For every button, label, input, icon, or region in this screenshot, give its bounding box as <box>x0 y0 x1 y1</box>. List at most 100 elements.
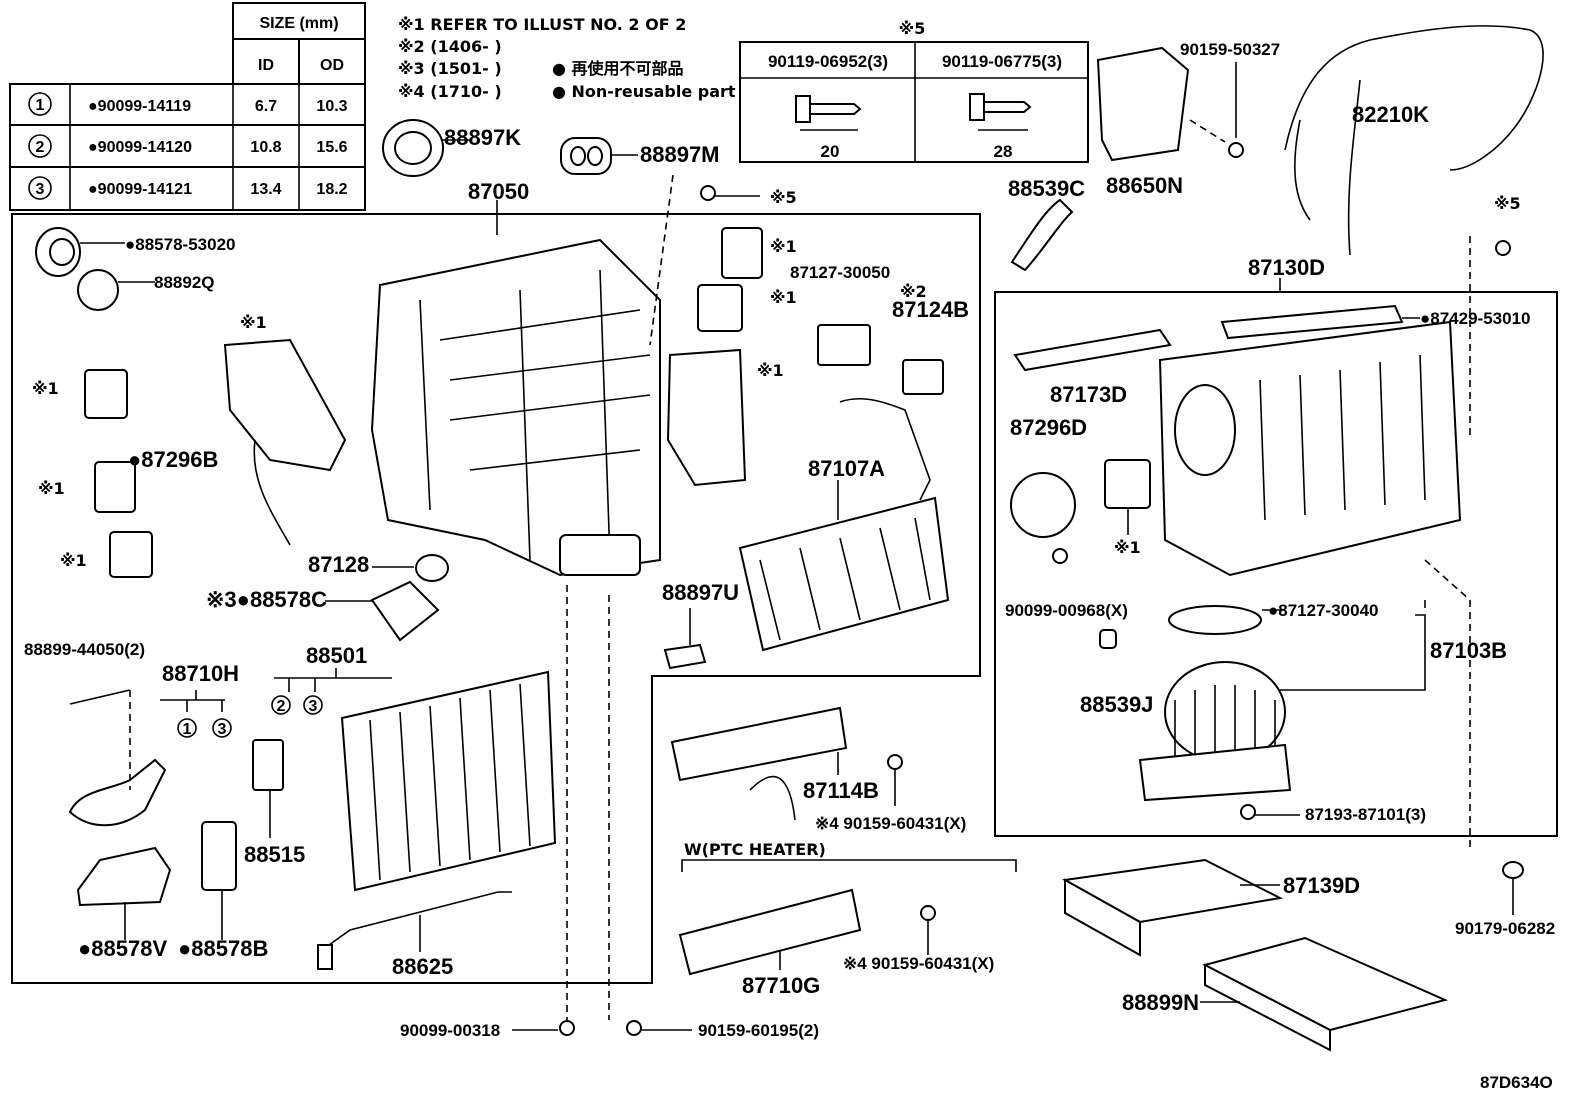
row-2-id: 10.8 <box>250 139 281 156</box>
seal-strip-icon <box>1220 304 1404 340</box>
damper-linkage-icon <box>223 338 347 472</box>
ptc-heater-title: W(PTC HEATER) <box>684 840 826 859</box>
label-88650N: 88650N <box>1106 173 1183 198</box>
screw-icon <box>700 185 760 201</box>
label-88578V: ●88578V <box>78 936 167 961</box>
label-88897U: 88897U <box>662 580 739 605</box>
seal-size-table: SIZE (mm) ID OD 1 ●90099-14119 6.7 10.3 … <box>9 2 366 211</box>
note-x1-top-c: ※1 <box>757 361 784 380</box>
row-3-no: 3 <box>36 181 45 198</box>
label-87130D: 87130D <box>1248 255 1325 280</box>
label-90159-60431-b: ※4 90159-60431(X) <box>843 954 994 973</box>
label-88515: 88515 <box>244 842 305 867</box>
foam-pad-icon <box>370 580 440 642</box>
hose-icon <box>1010 198 1074 272</box>
label-90099-00968: 90099-00968(X) <box>1005 601 1128 620</box>
air-filter-side <box>1064 878 1141 957</box>
label-82210K: 82210K <box>1352 102 1429 127</box>
label-90159-60195: 90159-60195(2) <box>698 1021 819 1040</box>
svg-text:2: 2 <box>277 698 286 715</box>
row-2-no: 2 <box>36 139 45 156</box>
label-88892Q: 88892Q <box>154 273 215 292</box>
actuator-icon-6 <box>666 348 747 487</box>
label-87429-53010: ●87429-53010 <box>1420 309 1530 328</box>
size-header: SIZE (mm) <box>259 15 338 32</box>
label-88539J: 88539J <box>1080 692 1153 717</box>
label-90159-60431-a: ※4 90159-60431(X) <box>815 814 966 833</box>
seal-ring-icon <box>382 119 444 177</box>
actuator-icon-3 <box>109 531 153 578</box>
svg-text:1: 1 <box>183 721 192 738</box>
bolt-2-icon <box>969 93 1032 131</box>
label-88899N: 88899N <box>1122 990 1199 1015</box>
packing-icon <box>1013 328 1172 372</box>
note-x1-actuator-b: ※1 <box>38 479 65 498</box>
row-2-od: 15.6 <box>316 139 347 156</box>
label-87296B: ●87296B <box>128 447 218 472</box>
screw-icon-9 <box>1495 240 1511 256</box>
seal-1-marker <box>271 695 291 715</box>
clip-icon <box>902 359 944 395</box>
note-x1-actuator-a: ※1 <box>32 379 59 398</box>
note-2: ※2 (1406- ) <box>398 37 502 56</box>
label-88578-53020: ●88578-53020 <box>125 235 235 254</box>
evaporator-icon <box>340 670 557 892</box>
label-87103B: 87103B <box>1430 638 1507 663</box>
hvac-case-icon <box>370 238 661 577</box>
note-x1-top-b: ※1 <box>770 288 797 307</box>
svg-text:3: 3 <box>218 721 227 738</box>
grommet-icon <box>560 137 612 175</box>
o-ring-icon <box>1168 605 1262 635</box>
note-x5-top: ※5 <box>770 188 797 207</box>
notes: ※1 REFER TO ILLUST NO. 2 OF 2 ※2 (1406- … <box>398 15 736 101</box>
bolt-table: ※5 90119-06952(3) 90119-06775(3) 20 28 <box>739 19 1089 163</box>
label-87128: 87128 <box>308 552 369 577</box>
note-3: ※3 (1501- ) <box>398 59 502 78</box>
plate-icon <box>817 324 871 366</box>
note-x5-right: ※5 <box>1494 194 1521 213</box>
label-87124B: 87124B <box>892 297 969 322</box>
actuator-icon <box>84 369 128 419</box>
label-90099-00318: 90099-00318 <box>400 1021 500 1040</box>
bolt-2-part: 90119-06775(3) <box>942 52 1062 71</box>
insulator-icon-2 <box>201 821 237 891</box>
servo-gear-icon <box>1010 472 1076 538</box>
label-88578B: ●88578B <box>178 936 268 961</box>
label-87193-87101: 87193-87101(3) <box>1305 805 1426 824</box>
ring-seal-icon <box>35 227 81 277</box>
note-x1-top-a: ※1 <box>770 237 797 256</box>
row-1-od: 10.3 <box>316 98 347 115</box>
non-reusable-en: ● Non-reusable part <box>552 82 736 101</box>
label-87139D: 87139D <box>1283 873 1360 898</box>
non-reusable-jp: ● 再使用不可部品 <box>552 59 684 78</box>
diagram-id: 87D634O <box>1480 1073 1553 1092</box>
bolt-1-part: 90119-06952(3) <box>768 52 888 71</box>
label-87296D: 87296D <box>1010 415 1087 440</box>
label-87710G: 87710G <box>742 973 820 998</box>
note-1: ※1 REFER TO ILLUST NO. 2 OF 2 <box>398 15 686 34</box>
row-3-od: 18.2 <box>316 181 347 198</box>
label-90159-50327: 90159-50327 <box>1180 40 1280 59</box>
screw-icon-2 <box>887 754 903 806</box>
actuator-icon-7 <box>1104 459 1151 509</box>
bushing-icon <box>1099 629 1117 649</box>
note-x1-linkage: ※1 <box>240 313 267 332</box>
label-87107A: 87107A <box>808 456 885 481</box>
note-x2: ※2 <box>900 282 927 301</box>
label-88710H: 88710H <box>162 661 239 686</box>
screw-icon-6 <box>1228 142 1244 158</box>
seal-3-marker <box>303 695 323 715</box>
round-pad-icon <box>415 554 449 582</box>
blower-motor-icon <box>1138 661 1292 802</box>
bolt-1-icon <box>795 95 862 131</box>
actuator-icon-5 <box>697 284 743 332</box>
screw-icon-3 <box>920 905 936 955</box>
sensor-head-icon <box>317 944 333 970</box>
label-88899-44050: 88899-44050(2) <box>24 640 145 659</box>
label-88539C: 88539C <box>1008 176 1085 201</box>
expansion-valve-icon <box>252 739 284 791</box>
arrow-icon <box>749 776 796 821</box>
filter-tray-side <box>1204 963 1331 1052</box>
note-4: ※4 (1710- ) <box>398 82 502 101</box>
label-88625: 88625 <box>392 954 453 979</box>
